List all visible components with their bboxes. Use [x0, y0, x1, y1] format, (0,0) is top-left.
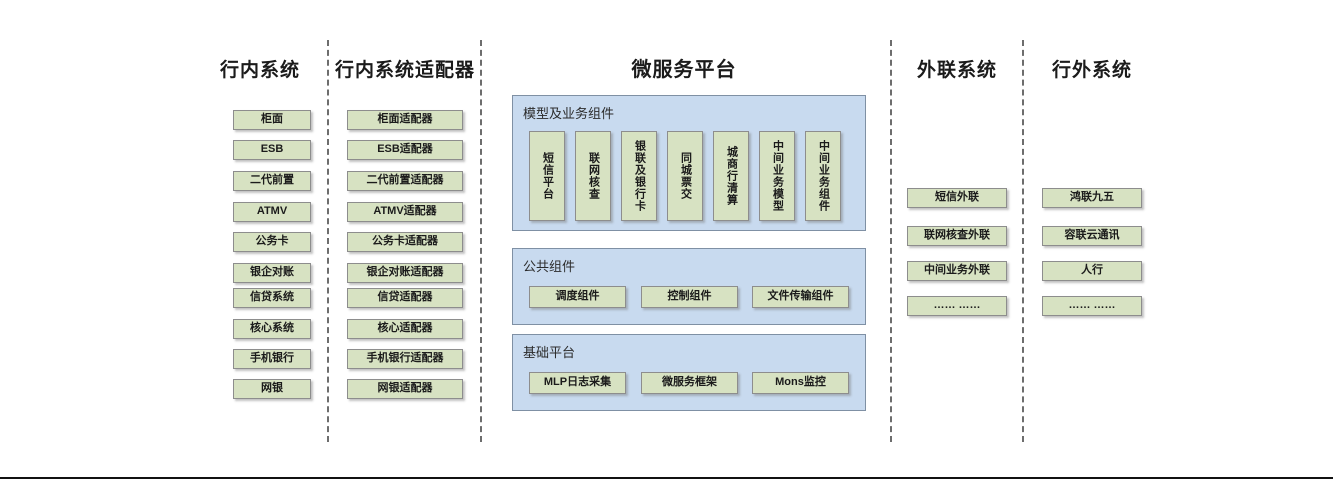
node-outside-bank-system[interactable]: 鸿联九五 — [1042, 188, 1142, 208]
band-title-public-components: 公共组件 — [523, 259, 576, 274]
node-public-component[interactable]: 调度组件 — [529, 286, 626, 308]
column-title-external-link: 外联系统 — [916, 60, 997, 81]
node-external-link-system[interactable]: 中间业务外联 — [907, 261, 1007, 281]
node-label: 网银 — [261, 382, 283, 395]
node-outside-bank-system[interactable]: 人行 — [1042, 261, 1142, 281]
node-model-component[interactable]: 短信平台 — [529, 131, 565, 221]
node-label: 鸿联九五 — [1070, 191, 1114, 204]
node-in-bank-adapter[interactable]: 网银适配器 — [347, 379, 463, 399]
column-title-in-bank-adapter: 行内系统适配器 — [334, 60, 475, 81]
node-label: 公务卡 — [255, 235, 289, 248]
node-base-platform-component[interactable]: Mons监控 — [752, 372, 849, 394]
node-label: 柜面适配器 — [377, 113, 433, 126]
node-in-bank-system[interactable]: 手机银行 — [233, 349, 311, 369]
node-label: 手机银行 — [250, 352, 294, 365]
node-label: 手机银行适配器 — [366, 352, 444, 365]
band-title-model-business: 模型及业务组件 — [523, 106, 615, 121]
node-base-platform-component[interactable]: MLP日志采集 — [529, 372, 626, 394]
node-label: 控制组件 — [667, 290, 712, 303]
column-divider-2 — [480, 40, 482, 442]
node-in-bank-system[interactable]: ATMV — [233, 202, 311, 222]
node-label: 短信外联 — [935, 191, 979, 204]
node-label: 二代前置 — [250, 174, 294, 187]
node-label: 银企对账 — [250, 266, 294, 279]
node-in-bank-adapter[interactable]: 银企对账适配器 — [347, 263, 463, 283]
node-label: …… …… — [1068, 299, 1116, 312]
node-model-component[interactable]: 中间业务组件 — [805, 131, 841, 221]
column-title-in-bank: 行内系统 — [219, 60, 300, 81]
node-in-bank-system[interactable]: 二代前置 — [233, 171, 311, 191]
node-label: 核心适配器 — [377, 322, 433, 335]
node-model-component[interactable]: 中间业务模型 — [759, 131, 795, 221]
node-label: 联网核查外联 — [924, 229, 990, 242]
node-in-bank-adapter[interactable]: 二代前置适配器 — [347, 171, 463, 191]
node-label: 城商行清算 — [725, 146, 738, 206]
column-divider-4 — [1022, 40, 1024, 442]
node-label: ESB — [260, 143, 284, 156]
node-label: 中间业务模型 — [771, 140, 784, 212]
node-in-bank-system[interactable]: 核心系统 — [233, 319, 311, 339]
node-label: 信贷系统 — [250, 291, 294, 304]
node-model-component[interactable]: 同城票交 — [667, 131, 703, 221]
node-in-bank-adapter[interactable]: 柜面适配器 — [347, 110, 463, 130]
node-label: 调度组件 — [555, 290, 600, 303]
node-model-component[interactable]: 城商行清算 — [713, 131, 749, 221]
node-in-bank-system[interactable]: 公务卡 — [233, 232, 311, 252]
node-label: 银企对账适配器 — [366, 266, 444, 279]
node-in-bank-adapter[interactable]: 公务卡适配器 — [347, 232, 463, 252]
node-label: 中间业务外联 — [924, 264, 990, 277]
node-in-bank-system[interactable]: 银企对账 — [233, 263, 311, 283]
node-label: 中间业务组件 — [817, 140, 830, 212]
node-label: 柜面 — [261, 113, 283, 126]
node-model-component[interactable]: 银联及银行卡 — [621, 131, 657, 221]
node-label: MLP日志采集 — [543, 376, 612, 389]
node-external-link-system[interactable]: 联网核查外联 — [907, 226, 1007, 246]
node-label: 二代前置适配器 — [366, 174, 444, 187]
node-label: 联网核查 — [587, 152, 600, 200]
node-label: 文件传输组件 — [767, 290, 834, 303]
node-external-link-system[interactable]: …… …… — [907, 296, 1007, 316]
node-in-bank-adapter[interactable]: 信贷适配器 — [347, 288, 463, 308]
node-in-bank-system[interactable]: 柜面 — [233, 110, 311, 130]
node-label: ESB适配器 — [377, 143, 433, 156]
node-public-component[interactable]: 控制组件 — [641, 286, 738, 308]
node-label: 容联云通讯 — [1064, 229, 1120, 242]
node-label: ATMV — [256, 205, 288, 218]
node-in-bank-system[interactable]: 信贷系统 — [233, 288, 311, 308]
node-external-link-system[interactable]: 短信外联 — [907, 188, 1007, 208]
node-label: ATMV适配器 — [373, 205, 437, 218]
node-label: 网银适配器 — [377, 382, 433, 395]
column-title-microservice-platform: 微服务平台 — [631, 59, 737, 81]
node-in-bank-system[interactable]: 网银 — [233, 379, 311, 399]
column-divider-1 — [327, 40, 329, 442]
node-public-component[interactable]: 文件传输组件 — [752, 286, 849, 308]
node-label: 同城票交 — [679, 152, 692, 200]
node-outside-bank-system[interactable]: 容联云通讯 — [1042, 226, 1142, 246]
node-in-bank-adapter[interactable]: 手机银行适配器 — [347, 349, 463, 369]
node-label: 信贷适配器 — [377, 291, 433, 304]
node-model-component[interactable]: 联网核查 — [575, 131, 611, 221]
node-label: 微服务框架 — [662, 376, 717, 389]
node-base-platform-component[interactable]: 微服务框架 — [641, 372, 738, 394]
node-label: 人行 — [1081, 264, 1103, 277]
column-title-outside-bank: 行外系统 — [1051, 60, 1132, 81]
bottom-rule — [0, 477, 1333, 479]
column-divider-3 — [890, 40, 892, 442]
node-label: 核心系统 — [250, 322, 294, 335]
node-outside-bank-system[interactable]: …… …… — [1042, 296, 1142, 316]
node-label: …… …… — [933, 299, 981, 312]
node-label: 银联及银行卡 — [633, 140, 646, 212]
node-in-bank-adapter[interactable]: 核心适配器 — [347, 319, 463, 339]
node-in-bank-system[interactable]: ESB — [233, 140, 311, 160]
node-label: Mons监控 — [775, 376, 826, 389]
node-label: 公务卡适配器 — [372, 235, 438, 248]
band-title-base-platform: 基础平台 — [523, 345, 576, 360]
node-in-bank-adapter[interactable]: ATMV适配器 — [347, 202, 463, 222]
node-label: 短信平台 — [541, 152, 554, 200]
node-in-bank-adapter[interactable]: ESB适配器 — [347, 140, 463, 160]
